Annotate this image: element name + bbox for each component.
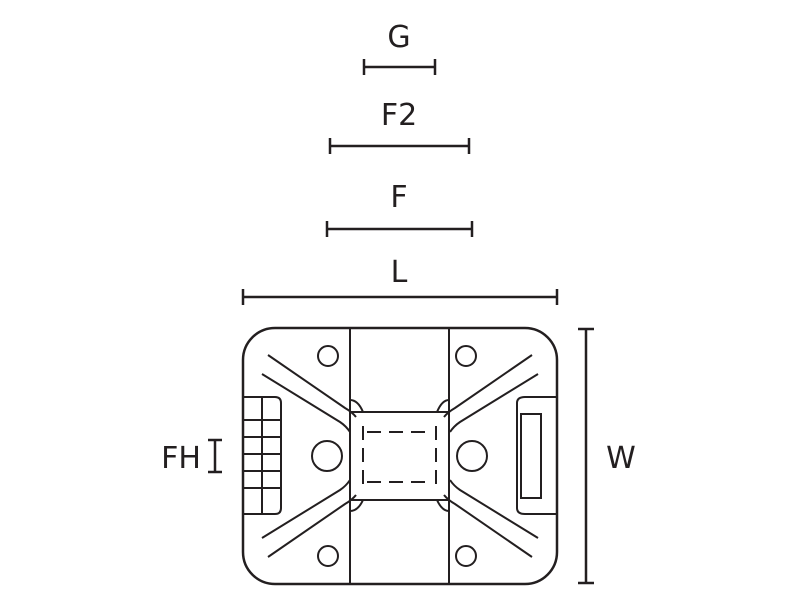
dimension-label-f: F (390, 180, 407, 215)
dimension-label-fh: FH (161, 441, 201, 476)
dimension-label-f2: F2 (381, 98, 417, 133)
dimension-line-f (325, 221, 474, 237)
center-bottom-edge (349, 499, 450, 512)
hole-middle-left (311, 440, 343, 472)
dimension-line-l (241, 289, 559, 305)
screw-holes (311, 345, 488, 567)
dimension-line-fh (208, 438, 222, 474)
dimension-label-l: L (391, 255, 408, 290)
left-foot (243, 396, 282, 515)
diagonal-ribs (261, 354, 539, 558)
hole-top-right (455, 345, 477, 367)
center-recess (349, 411, 450, 501)
mount-body-outline (241, 326, 559, 586)
center-top-edge (349, 399, 450, 413)
tie-channel-lines (349, 329, 450, 583)
hole-middle-right (456, 440, 488, 472)
hole-bottom-right (455, 545, 477, 567)
hole-bottom-left (317, 545, 339, 567)
center-dashed-outline (362, 426, 437, 486)
dimension-line-f2 (328, 138, 471, 154)
dimension-label-w: W (606, 441, 636, 476)
hole-top-left (317, 345, 339, 367)
dimension-label-g: G (387, 20, 410, 55)
dimension-line-w (578, 327, 594, 585)
dimension-line-g (362, 59, 437, 75)
right-foot (516, 396, 557, 515)
